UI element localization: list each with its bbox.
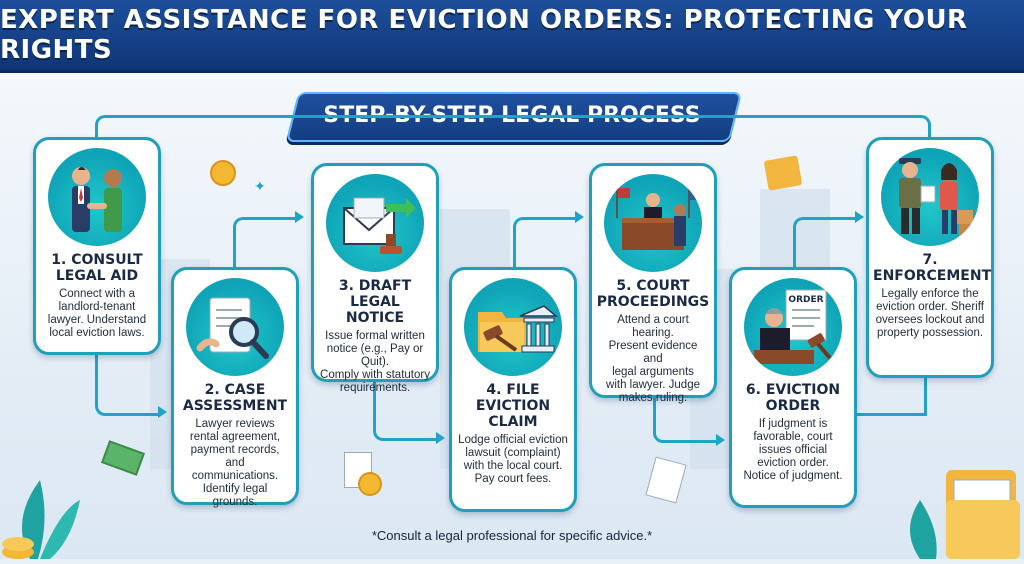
step-description: Issue formal written notice (e.g., Pay o… — [320, 330, 430, 394]
step-card-1: 1. CONSULT LEGAL AID Connect with a land… — [33, 137, 161, 355]
courtroom-icon — [604, 174, 702, 272]
files-folder-icon — [900, 450, 1024, 559]
step-title: 7. ENFORCEMENT — [873, 252, 992, 284]
step-description: Lawyer reviews rental agreement, payment… — [189, 418, 281, 508]
step-title: 1. CONSULT LEGAL AID — [51, 252, 143, 284]
step-title: 4. FILE EVICTION CLAIM — [475, 382, 551, 430]
sheriff-icon — [881, 148, 979, 246]
step-description: Lodge official eviction lawsuit (complai… — [458, 434, 568, 485]
order-document-label: ORDER — [788, 295, 823, 305]
footnote: *Consult a legal professional for specif… — [371, 528, 653, 543]
handshake-icon — [48, 148, 146, 246]
folder-icon — [763, 155, 803, 191]
step-card-5: 5. COURT PROCEEDINGS Attend a court hear… — [589, 163, 717, 404]
plant-icon — [0, 440, 90, 559]
step-title: 6. EVICTION ORDER — [745, 382, 841, 414]
header-banner: EXPERT ASSISTANCE FOR EVICTION ORDERS: P… — [0, 0, 1024, 73]
step-description: Attend a court hearing. Present evidence… — [606, 314, 700, 404]
step-card-2: 2. CASE ASSESSMENT Lawyer reviews rental… — [171, 267, 299, 508]
step-card-3: 3. DRAFT LEGAL NOTICE Issue formal writt… — [311, 163, 439, 394]
step-description: If judgment is favorable, court issues o… — [743, 418, 843, 482]
step-title: 2. CASE ASSESSMENT — [182, 382, 288, 414]
sparkle-icon: ✦ — [254, 178, 266, 194]
magnifier-document-icon — [186, 278, 284, 376]
step-card-6: ORDER 6. EVICTION ORDER If judgment is f… — [729, 267, 857, 508]
step-title: 3. DRAFT LEGAL NOTICE — [338, 278, 412, 326]
gavel-courthouse-icon — [464, 278, 562, 376]
step-description: Connect with a landlord-tenant lawyer. U… — [47, 288, 147, 339]
coin-icon — [358, 472, 382, 496]
judge-order-icon: ORDER — [744, 278, 842, 376]
envelope-stamp-icon — [326, 174, 424, 272]
coin-icon — [210, 160, 236, 186]
step-card-4: 4. FILE EVICTION CLAIM Lodge official ev… — [449, 267, 577, 512]
step-card-7: 7. ENFORCEMENT Legally enforce the evict… — [866, 137, 994, 378]
step-title: 5. COURT PROCEEDINGS — [596, 278, 710, 310]
page-title: EXPERT ASSISTANCE FOR EVICTION ORDERS: P… — [0, 5, 968, 65]
step-description: Legally enforce the eviction order. Sher… — [875, 288, 985, 339]
